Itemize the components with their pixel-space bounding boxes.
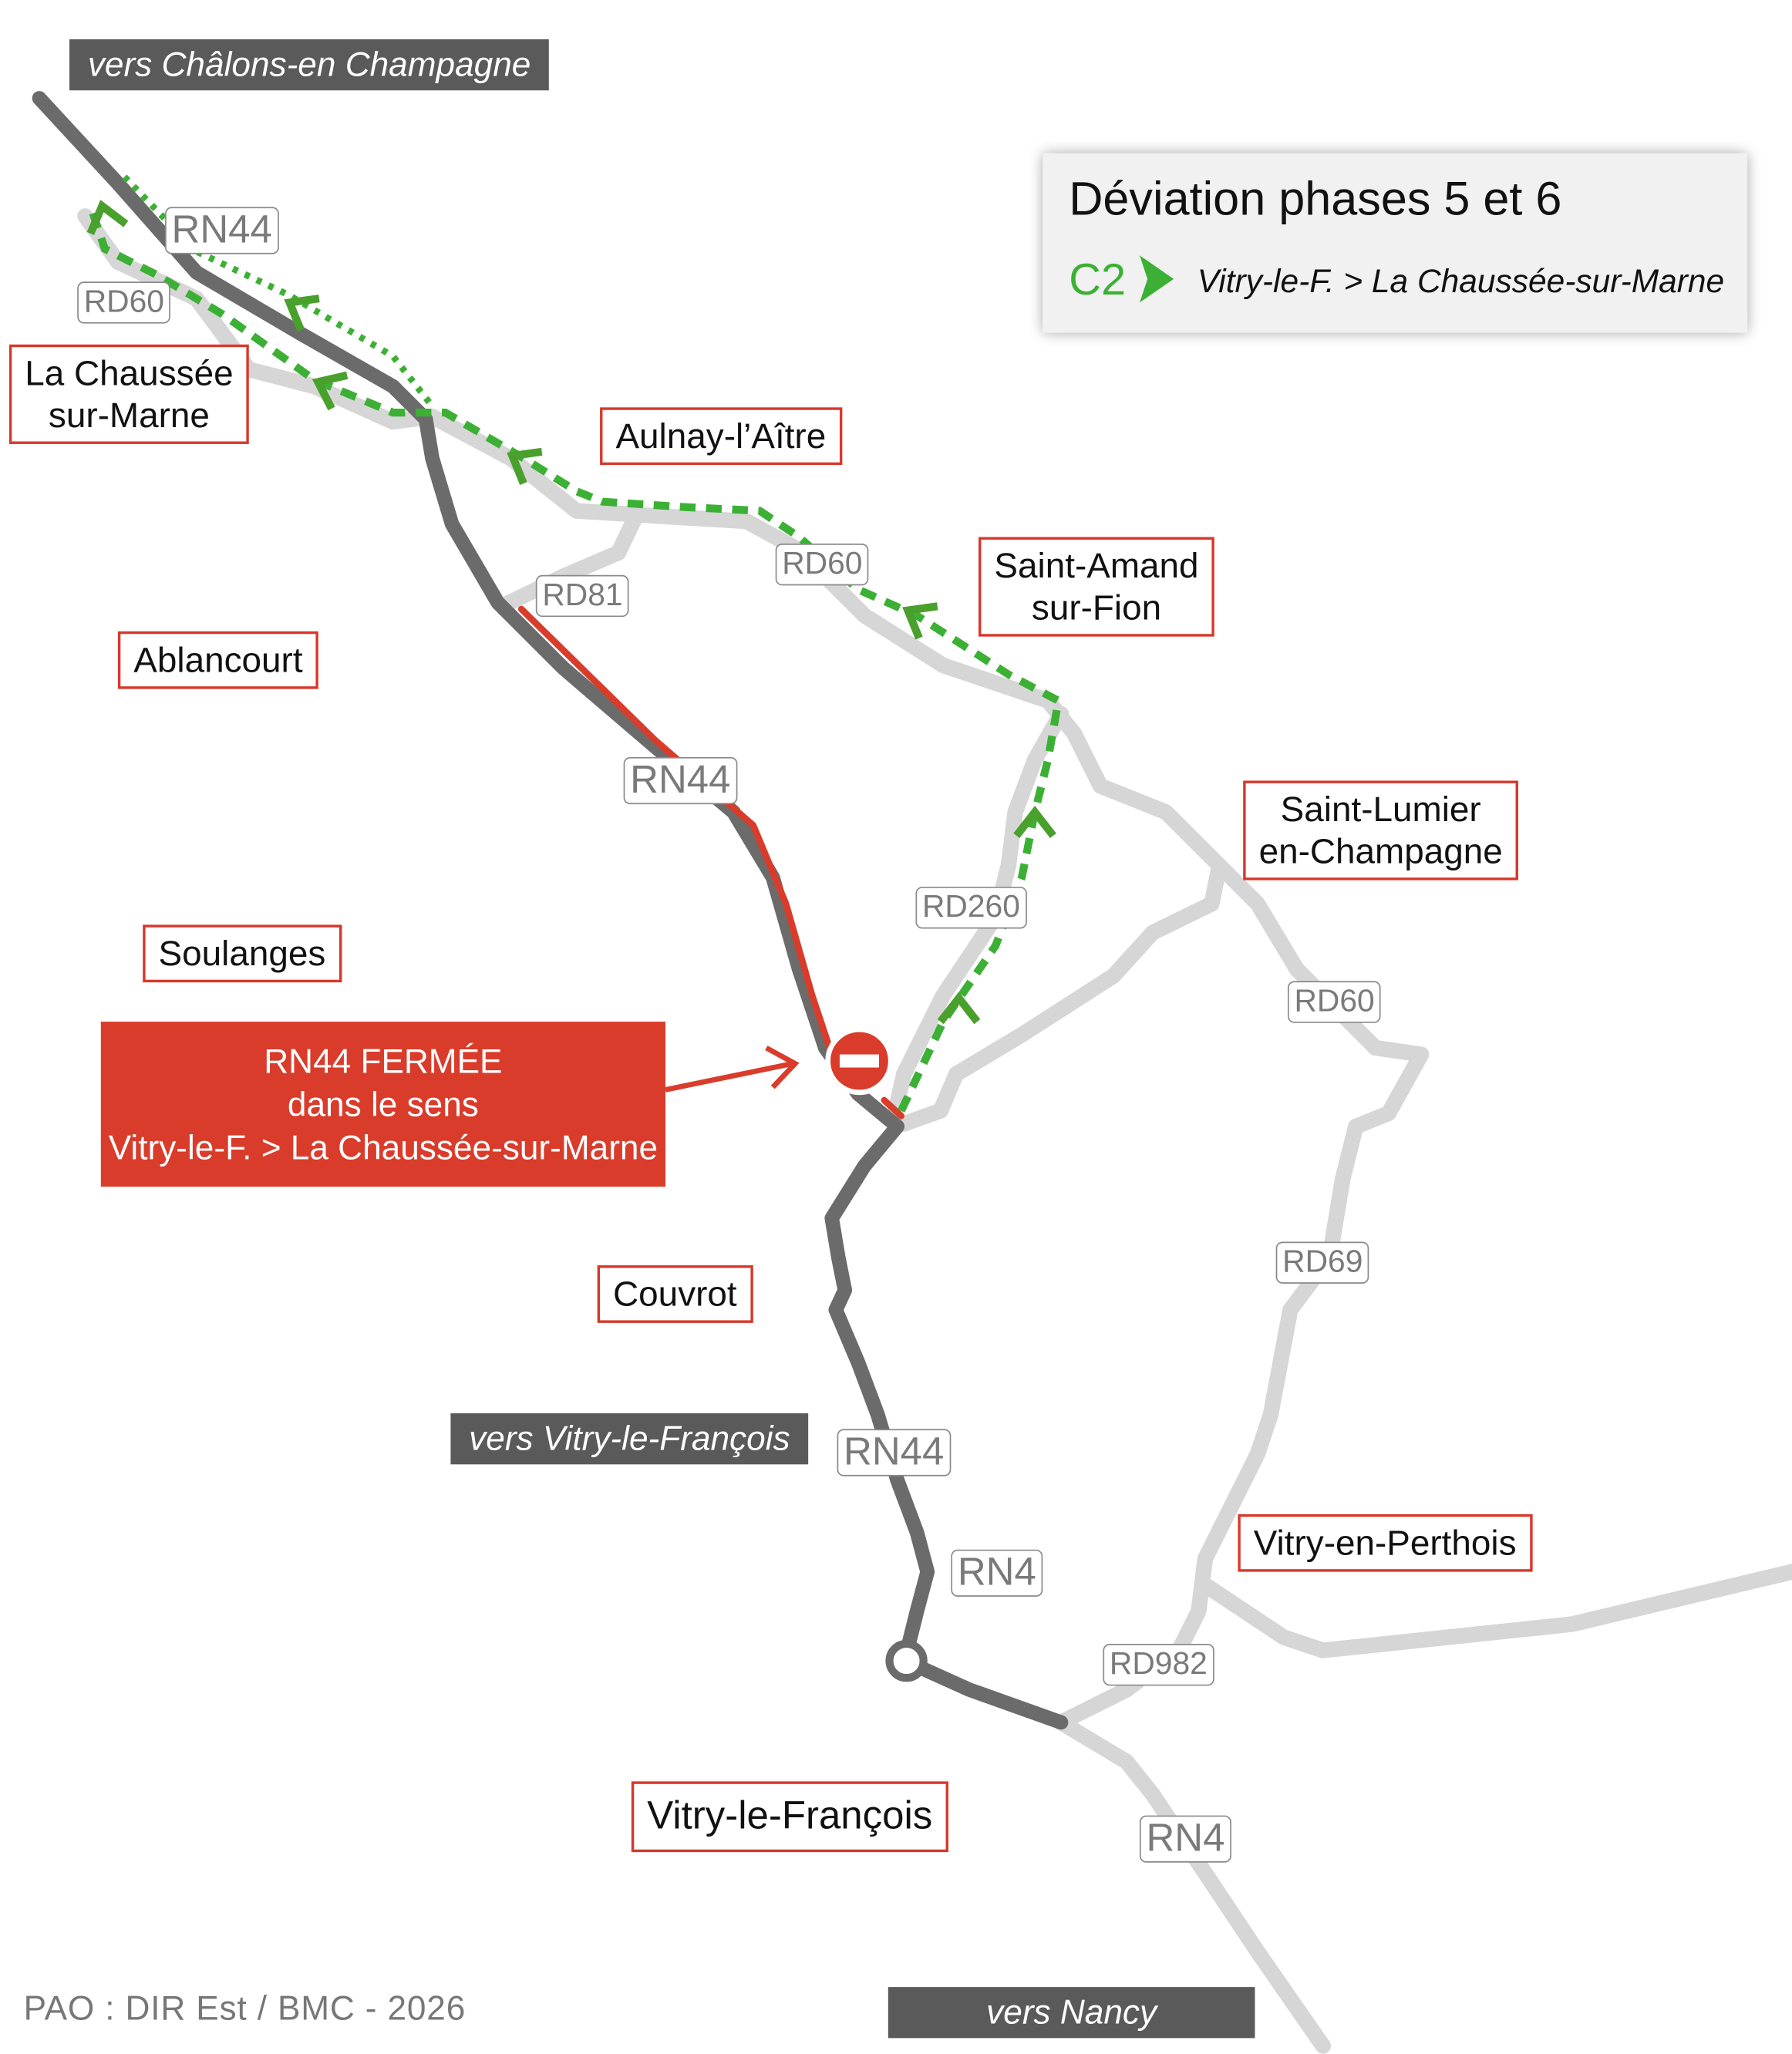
closure-line2: dans le sens bbox=[287, 1084, 479, 1124]
town-vitry-en-perthois: Vitry-en-Perthois bbox=[1238, 1514, 1532, 1572]
road-label-rn44: RN44 bbox=[165, 207, 279, 254]
town-ablancourt: Ablancourt bbox=[117, 631, 318, 689]
route-description: Vitry-le-F. > La Chaussée-sur-Marne bbox=[1197, 263, 1725, 301]
town-name-line2: sur-Marne bbox=[48, 396, 210, 436]
road-label-rn44: RN44 bbox=[837, 1429, 951, 1477]
closure-line3: Vitry-le-F. > La Chaussée-sur-Marne bbox=[108, 1127, 659, 1167]
town-vitry-le-francois: Vitry-le-François bbox=[631, 1781, 948, 1853]
road-label-rd60: RD60 bbox=[77, 281, 171, 324]
road-rd81 bbox=[496, 509, 644, 614]
road-label-rd60: RD60 bbox=[1287, 981, 1382, 1023]
chevron-right-icon bbox=[1139, 255, 1174, 303]
road-rn4-east bbox=[1197, 1564, 1792, 1658]
closure-line1: RN44 FERMÉE bbox=[264, 1041, 503, 1081]
town-aulnay: Aulnay-l’Aître bbox=[600, 407, 842, 466]
town-name-line2: sur-Fion bbox=[1031, 588, 1162, 628]
town-name-line1: Saint-Amand bbox=[994, 546, 1199, 586]
credit: PAO : DIR Est / BMC - 2026 bbox=[23, 1988, 467, 2028]
direction-vitry: vers Vitry-le-François bbox=[450, 1413, 809, 1465]
closure-arrow bbox=[665, 1046, 800, 1093]
direction-north: vers Châlons-en Champagne bbox=[69, 39, 550, 91]
direction-south: vers Nancy bbox=[888, 1987, 1255, 2039]
town-name-line2: en-Champagne bbox=[1258, 831, 1503, 871]
town-name-line1: Saint-Lumier bbox=[1280, 790, 1481, 830]
road-label-rn44: RN44 bbox=[623, 756, 737, 805]
road-link bbox=[895, 863, 1227, 1132]
route-code: C2 bbox=[1069, 255, 1127, 305]
legend-box: Déviation phases 5 et 6 C2 Vitry-le-F. >… bbox=[1043, 153, 1748, 333]
road-rn44 bbox=[32, 91, 1069, 1730]
closed-section bbox=[517, 605, 905, 1120]
town-couvrot: Couvrot bbox=[597, 1265, 753, 1323]
legend-title: Déviation phases 5 et 6 bbox=[1069, 171, 1562, 226]
closure-notice: RN44 FERMÉE dans le sens Vitry-le-F. > L… bbox=[100, 1022, 666, 1187]
road-label-rd982: RD982 bbox=[1103, 1644, 1214, 1686]
road-label-rd60: RD60 bbox=[775, 544, 869, 586]
road-label-rn4: RN4 bbox=[951, 1549, 1043, 1597]
town-name-line1: La Chaussée bbox=[25, 353, 234, 393]
road-label-rd81: RD81 bbox=[535, 574, 630, 618]
road-label-rn4: RN4 bbox=[1139, 1815, 1231, 1863]
detour-route-c2 bbox=[88, 208, 1063, 1113]
road-label-rd69: RD69 bbox=[1275, 1241, 1369, 1284]
road-label-rd260: RD260 bbox=[915, 887, 1027, 929]
town-soulanges: Soulanges bbox=[143, 924, 342, 983]
no-entry-icon bbox=[825, 1026, 894, 1096]
roundabout bbox=[885, 1639, 928, 1682]
